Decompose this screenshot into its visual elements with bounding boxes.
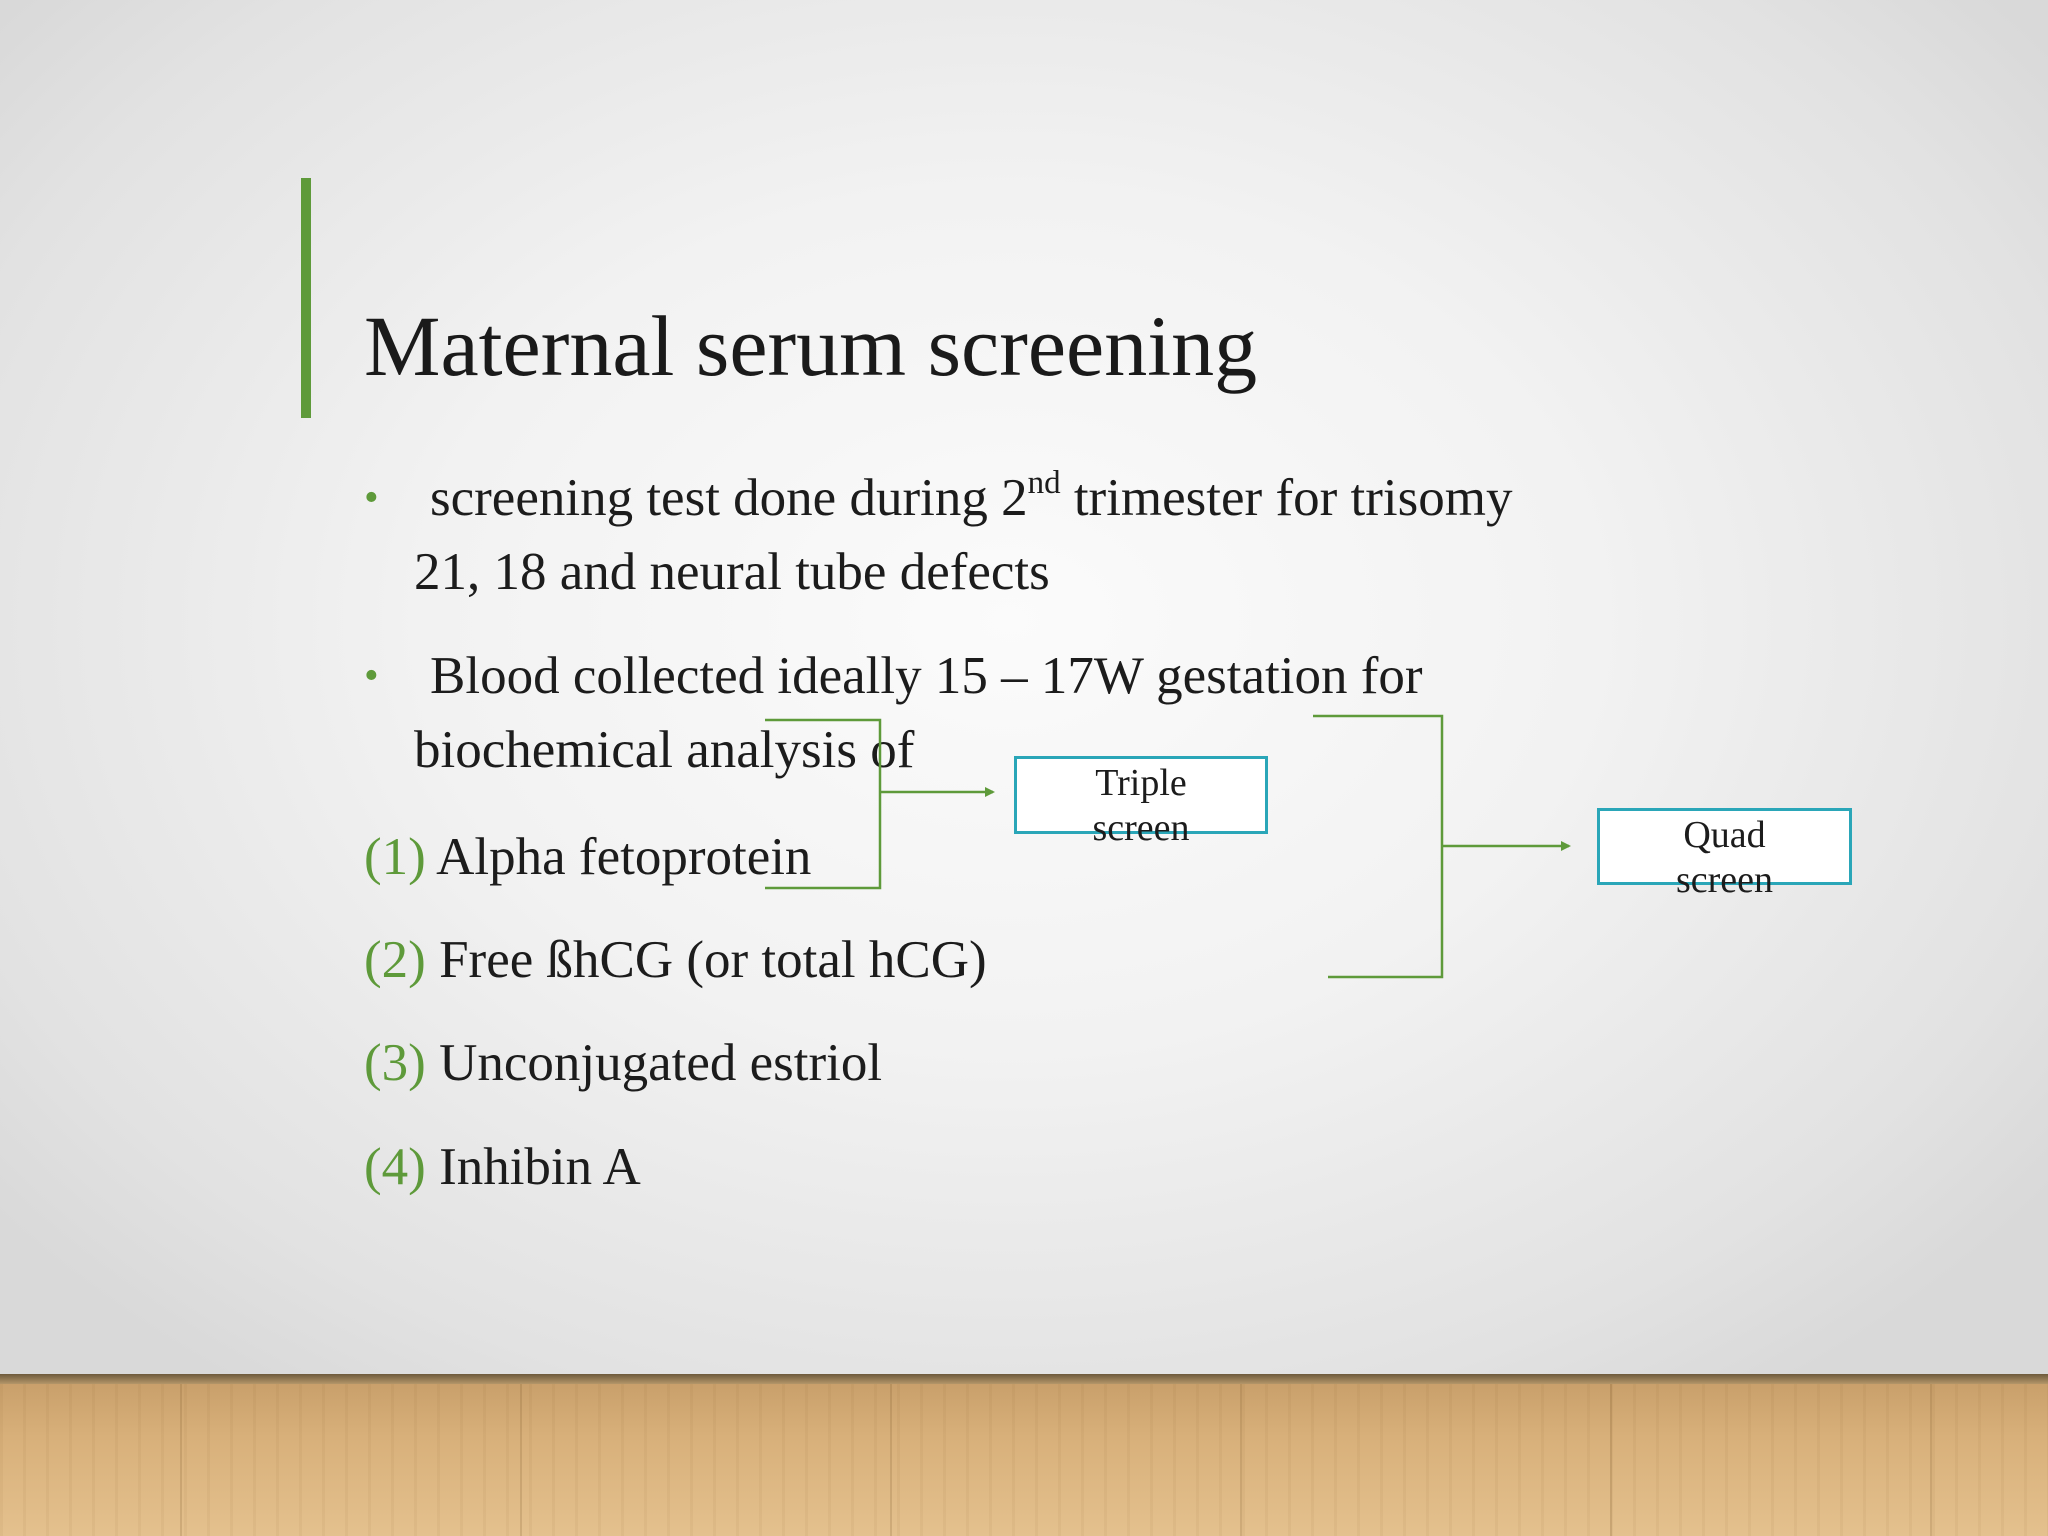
list-item: (1) Alpha fetoprotein [364,820,811,894]
box-label: Quad [1683,814,1766,856]
superscript: nd [1027,465,1061,501]
wall-baseboard-shadow [0,1374,2048,1384]
bullet-text: screening test done during 2 [430,469,1028,527]
bullet-text: biochemical analysis of [414,721,915,779]
bullet-line: screening test done during 2nd trimester… [430,461,1512,535]
slide-title: Maternal serum screening [364,298,1258,394]
list-text: Free ßhCG (or total hCG) [439,931,987,989]
list-number: (4) [364,1138,426,1196]
bullet-text: 21, 18 and neural tube defects [414,543,1050,601]
list-text: Alpha fetoprotein [436,828,812,886]
bullet-dot-icon: • [364,475,379,521]
quad-screen-box: Quad screen [1597,808,1852,901]
floor-board-seam [890,1384,892,1536]
floor-board-seam [1610,1384,1612,1536]
bullet-text: Blood collected ideally 15 – 17W gestati… [430,647,1423,705]
list-number: (2) [364,931,426,989]
list-number: (3) [364,1034,426,1092]
slide-background [0,0,2048,1380]
list-item: (2) Free ßhCG (or total hCG) [364,923,987,997]
box-label: screen [1092,807,1190,849]
triple-screen-box: Triple screen [1014,756,1268,849]
box-label: screen [1675,859,1774,901]
box-label: Triple [1095,762,1187,804]
list-text: Unconjugated estriol [439,1034,883,1092]
floor-board-seam [180,1384,182,1536]
floor-board-seam [1930,1384,1932,1536]
floor-board-seam [520,1384,522,1536]
list-item: (3) Unconjugated estriol [364,1026,882,1100]
title-accent-bar [301,178,311,418]
bullet-text: trimester for trisomy [1060,469,1513,527]
list-number: (1) [364,828,426,886]
bullet-dot-icon: • [364,653,379,699]
list-text: Inhibin A [439,1138,641,1196]
list-item: (4) Inhibin A [364,1130,641,1204]
floor-board-seam [1240,1384,1242,1536]
wood-floor [0,1384,2048,1536]
